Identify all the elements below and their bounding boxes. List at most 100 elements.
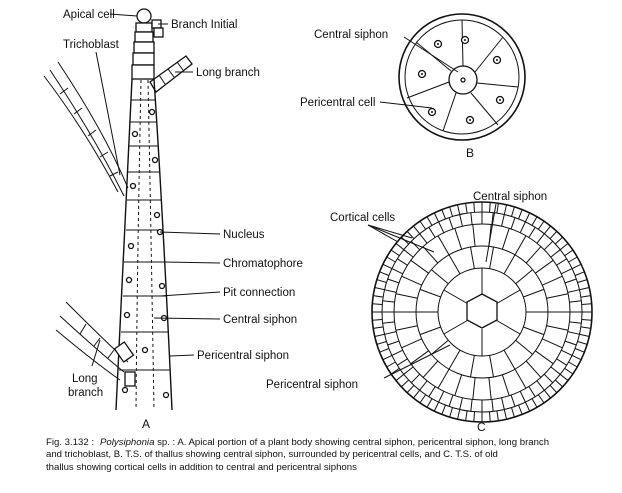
outer-cortical-wall: [511, 206, 515, 217]
inner-cortical-wall: [514, 368, 527, 389]
outer-cortical-wall: [496, 203, 499, 214]
cortical-cell-wall: [536, 380, 545, 391]
long-branch-upper-shape: [149, 55, 193, 93]
outer-cortical-wall: [379, 348, 390, 353]
outer-cortical-wall: [577, 279, 588, 283]
cortical-cell-wall: [501, 214, 505, 227]
outer-cortical-wall: [386, 256, 396, 263]
central-siphon-c-shape: [466, 293, 498, 329]
cortical-cell-wall: [438, 391, 445, 403]
cortical-cell-wall: [536, 233, 545, 244]
outer-cortical-wall: [559, 373, 569, 381]
cortical-cell-wall: [384, 289, 397, 293]
panel-label-a: A: [142, 417, 150, 431]
inner-cortical-wall: [395, 293, 418, 299]
pericentral-siphon-wall: [515, 339, 533, 355]
label-long-branch-top: Long branch: [196, 67, 260, 79]
outer-cortical-wall: [537, 220, 545, 230]
pericentral-siphon-wall: [470, 355, 475, 378]
inner-cortical-wall: [535, 350, 554, 365]
cortical-cell-wall: [391, 349, 403, 356]
label-pericentral-cell-b: Pericentral cell: [300, 97, 375, 109]
panel-a-leaders: [91, 13, 221, 367]
cortical-cell-wall: [543, 373, 554, 384]
caption-genus: Polysiphonia: [100, 437, 155, 448]
outer-cortical-wall: [543, 225, 551, 235]
cortical-cell-wall: [419, 380, 428, 391]
inner-cortical-wall: [488, 377, 492, 400]
cortical-cell-wall: [528, 386, 536, 397]
outer-cortical-wall: [503, 204, 507, 215]
label-trichoblast: Trichoblast: [63, 39, 120, 51]
outer-cortical-wall: [379, 271, 390, 276]
outer-cortical-wall: [580, 295, 591, 298]
inner-cortical-wall: [542, 338, 563, 349]
pericentral-siphon-wall: [431, 339, 449, 355]
trichoblast-shape: [43, 61, 129, 197]
outer-cortical-wall: [465, 203, 468, 214]
cortical-cell-wall: [410, 240, 421, 251]
label-nucleus: Nucleus: [223, 229, 265, 241]
apical-segment: [134, 31, 154, 43]
axis-cross-walls: [119, 99, 170, 371]
outer-cortical-wall: [413, 389, 421, 399]
outer-cortical-wall: [489, 411, 491, 422]
inner-cortical-wall: [546, 293, 569, 299]
outer-cortical-wall: [372, 319, 383, 321]
outer-cortical-wall: [537, 394, 545, 404]
outer-cortical-wall: [376, 341, 387, 345]
outer-cortical-wall: [577, 341, 588, 345]
label-pericentral-siphon-c: Pericentral siphon: [266, 379, 358, 391]
outer-cortical-wall: [559, 243, 569, 251]
cortical-cell-wall: [550, 249, 561, 258]
pericentral-siphon-wall: [431, 269, 449, 285]
outer-cortical-wall: [373, 295, 384, 298]
cortical-cell-wall: [397, 258, 408, 266]
outer-cortical-wall: [457, 204, 461, 215]
axis-nuclei: [121, 108, 170, 399]
pericentral-siphon-wall: [515, 269, 533, 285]
cortical-cell-wall: [556, 358, 567, 366]
outer-cortical-wall: [571, 263, 582, 270]
cortical-cell-wall: [403, 366, 414, 375]
inner-cortical-wall: [546, 325, 569, 331]
panel-a-drawing: [43, 8, 193, 411]
cortical-cell-wall: [561, 268, 573, 275]
outer-cortical-wall: [568, 256, 578, 263]
outer-cortical-wall: [390, 367, 400, 375]
outer-cortical-wall: [580, 326, 591, 329]
outer-cortical-wall: [531, 398, 538, 408]
cortical-cell-wall: [387, 340, 400, 346]
cortical-cell-wall: [410, 373, 421, 384]
cortical-cell-wall: [564, 278, 577, 284]
cortical-cell-wall: [384, 331, 397, 335]
label-branch-initial: Branch Initial: [171, 19, 237, 31]
cortical-cell-wall: [397, 358, 408, 366]
inner-cortical-wall: [525, 246, 542, 264]
outer-cortical-wall: [406, 384, 415, 393]
outer-cortical-wall: [419, 394, 427, 404]
pericentral-siphon-wall: [489, 246, 494, 269]
outer-cortical-wall: [406, 231, 415, 240]
long-branch-lower-shape: [55, 301, 136, 387]
inner-cortical-wall: [395, 325, 418, 331]
caption-line-1: Fig. 3.132 :Polysiphonia sp. : A. Apical…: [46, 437, 616, 449]
pericentral-siphon-wall: [503, 254, 516, 275]
inner-cortical-wall: [422, 246, 439, 264]
polysiphonia-figure: Apical cell Branch Initial Trichoblast L…: [43, 8, 593, 434]
outer-cortical-wall: [549, 384, 558, 393]
label-central-siphon-b: Central siphon: [314, 29, 388, 41]
central-radial-wall: [443, 320, 468, 335]
cortical-cell-wall: [419, 233, 428, 244]
cortical-cell-wall: [391, 268, 403, 275]
cortical-cell-wall: [567, 331, 580, 335]
panel-label-b: B: [466, 146, 474, 160]
outer-cortical-wall: [419, 220, 427, 230]
cortical-cell-wall: [561, 349, 573, 356]
outer-cortical-wall: [382, 263, 393, 270]
panel-b-drawing: [398, 13, 526, 141]
pericentral-siphon-wall: [470, 246, 475, 269]
outer-cortical-wall: [401, 379, 410, 388]
outer-cortical-wall: [426, 398, 433, 408]
outer-cortical-wall: [496, 410, 499, 421]
